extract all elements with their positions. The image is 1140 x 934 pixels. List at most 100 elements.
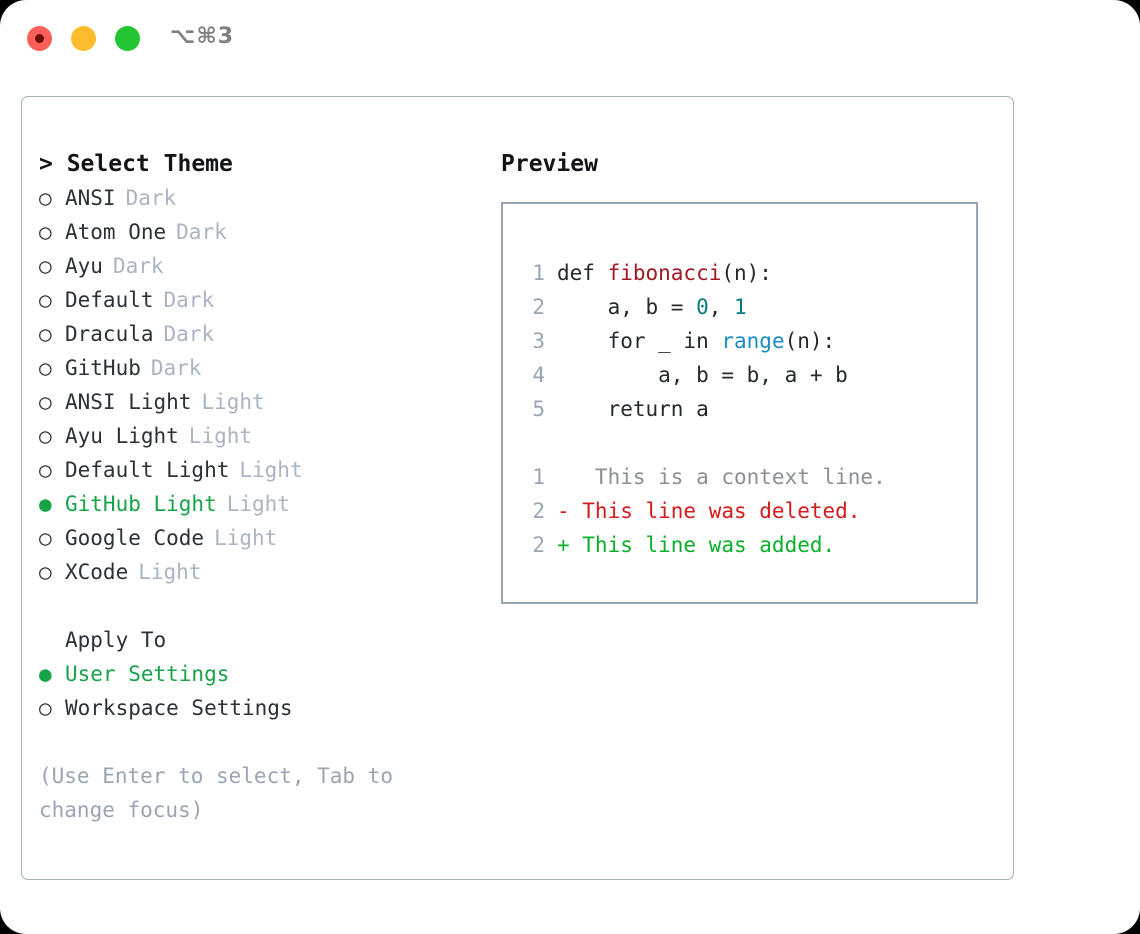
apply-option-label: User Settings bbox=[65, 662, 230, 686]
help-text: (Use Enter to select, Tab to change focu… bbox=[39, 764, 394, 822]
diff-line-added: 2 + This line was added. bbox=[503, 528, 976, 562]
line-number: 2 bbox=[532, 295, 545, 319]
apply-option-workspace-settings[interactable]: ○Workspace Settings bbox=[39, 691, 509, 725]
theme-option-tag: Light bbox=[188, 424, 253, 448]
theme-option-label: Dracula bbox=[65, 322, 154, 346]
radio-selected-icon: ● bbox=[39, 492, 52, 516]
line-number: 3 bbox=[532, 329, 545, 353]
theme-option-tag: Light bbox=[239, 458, 303, 482]
theme-option-ayu[interactable]: ○ Ayu Dark bbox=[39, 249, 509, 283]
code-line: 5 return a bbox=[503, 392, 976, 426]
radio-unselected-icon: ○ bbox=[39, 458, 52, 482]
radio-unselected-icon: ○ bbox=[39, 356, 52, 380]
line-number: 1 bbox=[532, 261, 545, 285]
code-line: 4 a, b = b, a + b bbox=[503, 358, 976, 392]
minimize-button[interactable] bbox=[71, 26, 96, 51]
code-line: 3 for _ in range(n): bbox=[503, 324, 976, 358]
radio-unselected-icon: ○ bbox=[39, 322, 52, 346]
radio-unselected-icon: ○ bbox=[39, 254, 52, 278]
diff-line-text: - This line was deleted. bbox=[557, 499, 861, 523]
theme-option-label: ANSI bbox=[65, 186, 116, 210]
theme-option-atom-one[interactable]: ○ Atom One Dark bbox=[39, 215, 509, 249]
theme-option-label: Ayu bbox=[65, 254, 103, 278]
line-number: 4 bbox=[532, 363, 545, 387]
code-token: (n): bbox=[784, 329, 836, 353]
theme-option-label: Ayu Light bbox=[65, 424, 179, 448]
line-number: 5 bbox=[532, 397, 545, 421]
theme-option-label: Atom One bbox=[65, 220, 167, 244]
section-spacer bbox=[39, 589, 509, 623]
code-token: fibonacci bbox=[607, 261, 722, 285]
radio-unselected-icon: ○ bbox=[39, 288, 52, 312]
theme-option-tag: Dark bbox=[176, 220, 227, 244]
code-token: (n): bbox=[721, 261, 772, 285]
code-token: for _ in bbox=[557, 329, 722, 353]
theme-option-tag: Light bbox=[138, 560, 202, 584]
theme-option-dracula[interactable]: ○ Dracula Dark bbox=[39, 317, 509, 351]
theme-option-github[interactable]: ○ GitHub Dark bbox=[39, 351, 509, 385]
spacer-bullet: ○ bbox=[39, 623, 65, 657]
theme-option-tag: Light bbox=[226, 492, 290, 516]
radio-unselected-icon: ○ bbox=[39, 220, 52, 244]
theme-option-label: Default Light bbox=[65, 458, 230, 482]
code-line-text: def fibonacci(n): bbox=[557, 256, 772, 290]
radio-unselected-icon: ○ bbox=[39, 390, 52, 414]
theme-option-label: GitHub Light bbox=[65, 492, 217, 516]
code-line-text: return a bbox=[557, 392, 709, 426]
code-token: 1 bbox=[734, 295, 747, 319]
apply-to-heading-row: ○ Apply To bbox=[39, 623, 509, 657]
theme-option-tag: Dark bbox=[112, 254, 164, 278]
code-line-text: a, b = 0, 1 bbox=[557, 290, 747, 324]
radio-unselected-icon: ○ bbox=[39, 186, 52, 210]
code-line: 2 a, b = 0, 1 bbox=[503, 290, 976, 324]
code-token: def bbox=[557, 261, 608, 285]
apply-to-heading: Apply To bbox=[65, 628, 167, 652]
code-line-text: for _ in range(n): bbox=[557, 324, 836, 358]
theme-option-tag: Dark bbox=[150, 356, 202, 380]
theme-option-tag: Dark bbox=[163, 288, 215, 312]
select-theme-heading: > Select Theme bbox=[39, 151, 233, 177]
code-line-text: a, b = b, a + b bbox=[557, 358, 848, 392]
radio-unselected-icon: ○ bbox=[39, 696, 52, 720]
radio-unselected-icon: ○ bbox=[39, 526, 52, 550]
theme-option-label: ANSI Light bbox=[65, 390, 192, 414]
keyboard-shortcut-label: ⌥⌘3 bbox=[170, 24, 235, 49]
preview-heading: Preview bbox=[501, 151, 598, 177]
theme-option-tag: Dark bbox=[163, 322, 215, 346]
theme-option-default-light[interactable]: ○ Default Light Light bbox=[39, 453, 509, 487]
diff-line-text: + This line was added. bbox=[557, 533, 836, 557]
diff-line-context: 1 This is a context line. bbox=[503, 460, 976, 494]
theme-option-github-light[interactable]: ● GitHub Light Light bbox=[39, 487, 509, 521]
theme-option-label: GitHub bbox=[65, 356, 141, 380]
diff-line-text: This is a context line. bbox=[557, 465, 886, 489]
code-line: 1 def fibonacci(n): bbox=[503, 256, 976, 290]
code-token: , bbox=[708, 295, 735, 319]
radio-unselected-icon: ○ bbox=[39, 560, 52, 584]
maximize-button[interactable] bbox=[115, 26, 140, 51]
line-number: 2 bbox=[532, 499, 545, 523]
theme-option-tag: Light bbox=[201, 390, 265, 414]
theme-option-ansi-light[interactable]: ○ ANSI Light Light bbox=[39, 385, 509, 419]
radio-selected-icon: ● bbox=[39, 662, 52, 686]
code-token: a, b = b, a + b bbox=[557, 363, 848, 387]
line-number: 2 bbox=[532, 533, 545, 557]
code-diff-spacer bbox=[503, 426, 976, 460]
apply-option-user-settings[interactable]: ● User Settings bbox=[39, 657, 509, 691]
close-button[interactable] bbox=[27, 26, 52, 51]
apply-to-list[interactable]: ● User Settings ○Workspace Settings bbox=[39, 657, 509, 725]
code-token: return a bbox=[557, 397, 709, 421]
titlebar: ⌥⌘3 bbox=[0, 0, 1140, 76]
line-number: 1 bbox=[532, 465, 545, 489]
